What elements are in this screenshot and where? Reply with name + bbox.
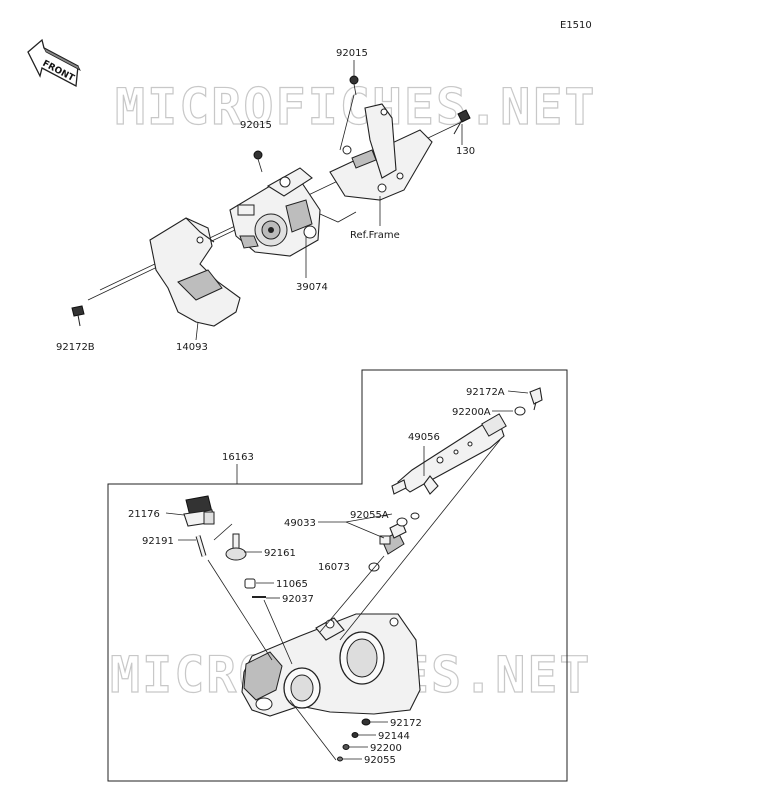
sensor-92161 (225, 533, 247, 561)
label-92015-middle: 92015 (240, 120, 272, 131)
label-92172A: 92172A (466, 387, 505, 398)
label-14093: 14093 (176, 342, 208, 353)
label-92144: 92144 (378, 731, 410, 742)
watermark-top: MICROFICHES.NET (115, 78, 597, 136)
frame-bracket (329, 103, 433, 201)
sensor-21176 (183, 495, 215, 527)
fuel-rail-49056 (391, 413, 507, 495)
label-92191: 92191 (142, 536, 174, 547)
label-92200: 92200 (370, 743, 402, 754)
oring-92055A (396, 512, 420, 527)
label-16073: 16073 (318, 562, 350, 573)
label-49056: 49056 (408, 432, 440, 443)
label-92015-top: 92015 (336, 48, 368, 59)
washer-92200 (342, 744, 350, 750)
front-arrow-icon: FRONT (27, 38, 81, 88)
label-92161: 92161 (264, 548, 296, 559)
label-92037: 92037 (282, 594, 314, 605)
throttle-body-16163 (241, 613, 421, 717)
throttle-assembly-box (107, 369, 568, 782)
bolt-92172A (529, 387, 543, 411)
bolt-92172B (71, 305, 85, 327)
cover-14093 (149, 217, 241, 327)
label-92055A: 92055A (350, 510, 389, 521)
screw-92172 (361, 718, 371, 726)
diagram-code: E1510 (560, 20, 592, 31)
label-92172: 92172 (390, 718, 422, 729)
label-11065: 11065 (276, 579, 308, 590)
label-ref-frame: Ref.Frame (350, 230, 400, 241)
label-130: 130 (456, 146, 475, 157)
cap-11065 (244, 578, 256, 589)
label-92200A: 92200A (452, 407, 491, 418)
oring-92055 (337, 756, 343, 762)
label-49033: 49033 (284, 518, 316, 529)
washer-92200A (514, 406, 526, 416)
label-92055: 92055 (364, 755, 396, 766)
bolt-130 (453, 109, 471, 135)
washer-92144 (351, 732, 359, 738)
label-39074: 39074 (296, 282, 328, 293)
actuator-39074 (229, 167, 321, 257)
label-92172B: 92172B (56, 342, 95, 353)
hose-92191 (195, 535, 207, 557)
bolt-92015-middle (253, 150, 263, 173)
label-21176: 21176 (128, 509, 160, 520)
label-16163: 16163 (222, 452, 254, 463)
